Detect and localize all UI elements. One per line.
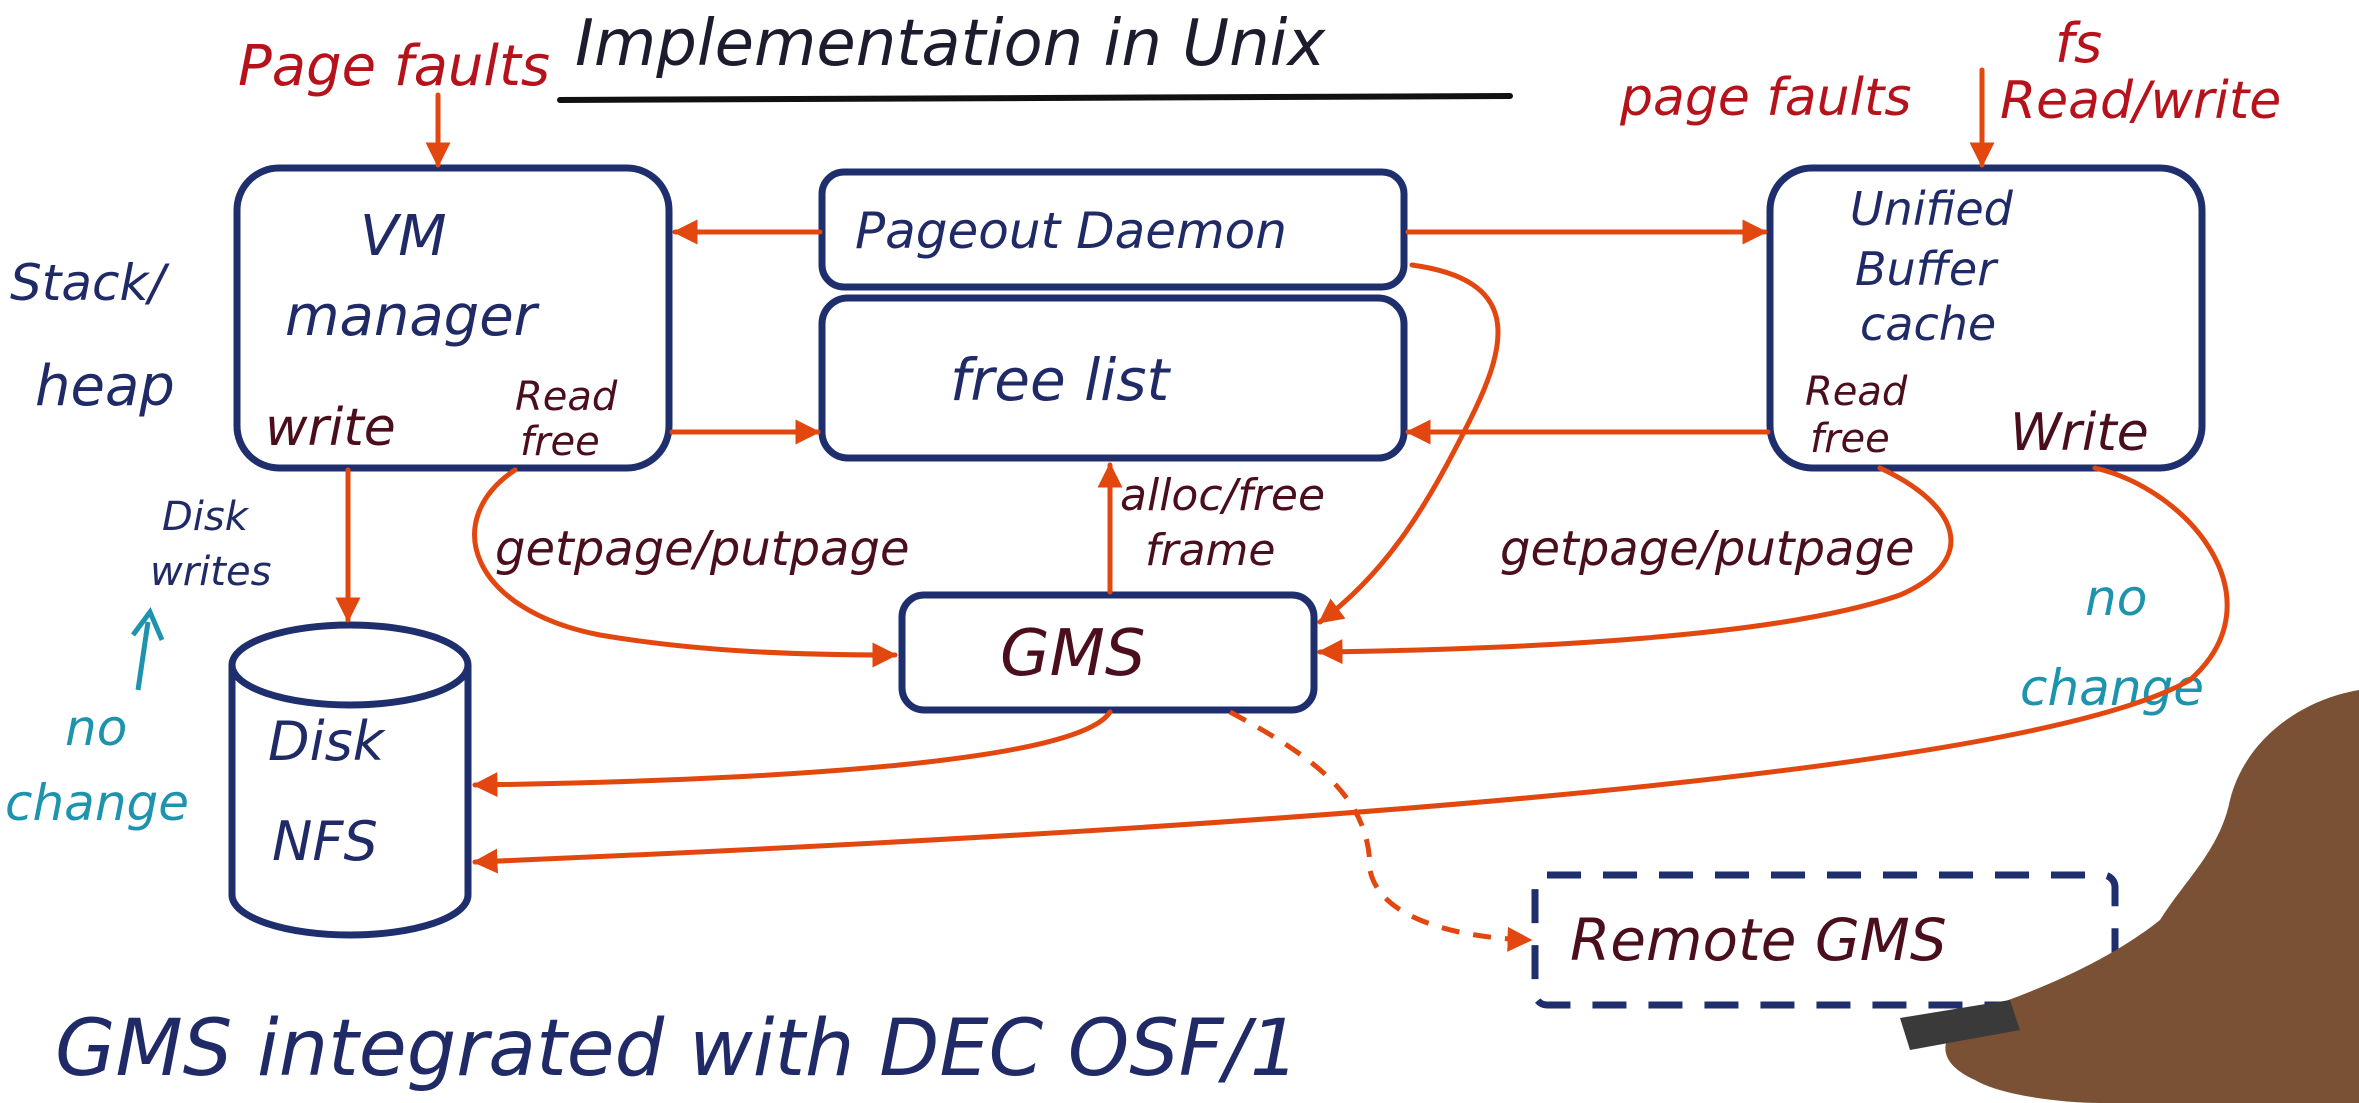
no-change-left-1: no (65, 699, 127, 757)
ubc-write: Write (2010, 403, 2149, 463)
pageout-daemon-box: Pageout Daemon (818, 168, 1408, 291)
presenter-hand-image (1900, 690, 2359, 1103)
vm-manager-title-2: manager (285, 284, 540, 349)
ubc-title-2: Buffer (1855, 242, 1999, 296)
ubc-title-1: Unified (1850, 182, 2014, 236)
ubc-read: Read (1805, 369, 1908, 415)
vm-manager-free: free (520, 419, 600, 465)
vm-manager-box: VM manager write Read free (233, 164, 673, 472)
arrow-gms-to-remote-gms (1228, 709, 1533, 952)
gms-box: GMS (898, 591, 1318, 714)
getpage-putpage-left-label: getpage/putpage (495, 521, 909, 577)
page-faults-left-label: Page faults (238, 34, 550, 99)
stack-label: Stack/ (10, 254, 170, 312)
fs-label: fs (2055, 12, 2102, 75)
pageout-daemon-label: Pageout Daemon (855, 202, 1287, 260)
arrow-ubc-getpage-to-gms (1317, 465, 1954, 665)
disk-label: Disk (268, 710, 387, 773)
page-faults-right-label: page faults (1619, 68, 1911, 128)
heap-label: heap (35, 354, 175, 419)
gms-label: GMS (1000, 617, 1145, 691)
getpage-putpage-right-label: getpage/putpage (1500, 521, 1914, 577)
arrows (335, 67, 2230, 952)
arrow-vm-getpage-to-gms (472, 467, 898, 668)
disk-writes-label-2: writes (150, 549, 271, 595)
disk-writes-label-1: Disk (162, 494, 250, 540)
teal-up-arrow (135, 621, 151, 691)
arrow-ubc-write-to-disk (472, 465, 2230, 874)
free-list-box: free list (818, 294, 1408, 462)
frame-label: frame (1145, 525, 1275, 576)
footer-text: GMS integrated with DEC OSF/1 (55, 1004, 1300, 1094)
vm-manager-title-1: VM (360, 204, 447, 269)
ubc-free: free (1810, 416, 1890, 462)
nfs-label: NFS (272, 810, 378, 873)
free-list-label: free list (950, 346, 1172, 414)
no-change-left-2: change (5, 774, 189, 832)
vm-manager-write: write (265, 398, 396, 458)
ubc-title-3: cache (1860, 297, 1996, 351)
teal-up-arrow-head (130, 607, 165, 641)
remote-gms-label: Remote GMS (1570, 906, 1947, 974)
unified-buffer-cache-box: Unified Buffer cache Read free Write (1766, 164, 2206, 472)
vm-manager-read: Read (515, 374, 618, 420)
arrow-pageout-to-gms (1317, 262, 1501, 625)
no-change-right-1: no (2085, 569, 2147, 627)
arrow-gms-to-disk (472, 709, 1113, 798)
remote-gms-box: Remote GMS (1531, 871, 2119, 1009)
title-underline (557, 93, 1513, 103)
disk-nfs-cylinder: Disk NFS (228, 621, 472, 939)
read-write-label: Read/write (2000, 71, 2281, 131)
alloc-free-label: alloc/free (1120, 470, 1325, 521)
diagram-title: Implementation in Unix (575, 7, 1326, 81)
